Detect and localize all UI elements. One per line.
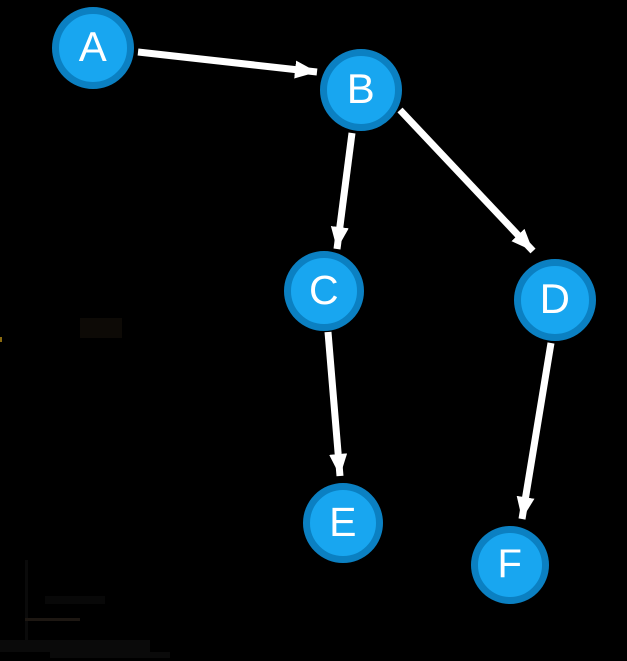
edge-D-F xyxy=(516,342,555,520)
node-label: E xyxy=(329,498,357,545)
node-label: D xyxy=(539,275,571,322)
faint-artifact xyxy=(25,560,28,650)
node-label: B xyxy=(346,65,376,112)
node-F[interactable]: F xyxy=(471,526,549,604)
faint-artifact xyxy=(0,337,2,342)
node-D[interactable]: D xyxy=(514,259,596,341)
node-E[interactable]: E xyxy=(303,483,383,563)
edge-B-C xyxy=(330,132,356,250)
node-label: C xyxy=(308,266,340,313)
edge-B-D xyxy=(397,107,536,254)
node-A[interactable]: A xyxy=(52,7,134,89)
faint-artifact xyxy=(80,318,122,338)
node-label: F xyxy=(497,542,523,586)
faint-artifact xyxy=(50,652,170,658)
faint-artifact xyxy=(25,618,80,621)
node-label: A xyxy=(78,23,108,70)
edge-C-E xyxy=(324,331,348,477)
node-B[interactable]: B xyxy=(320,49,402,131)
faint-artifact xyxy=(0,640,150,652)
faint-artifact xyxy=(45,596,105,604)
edge-A-B xyxy=(137,48,318,79)
node-C[interactable]: C xyxy=(284,251,364,331)
